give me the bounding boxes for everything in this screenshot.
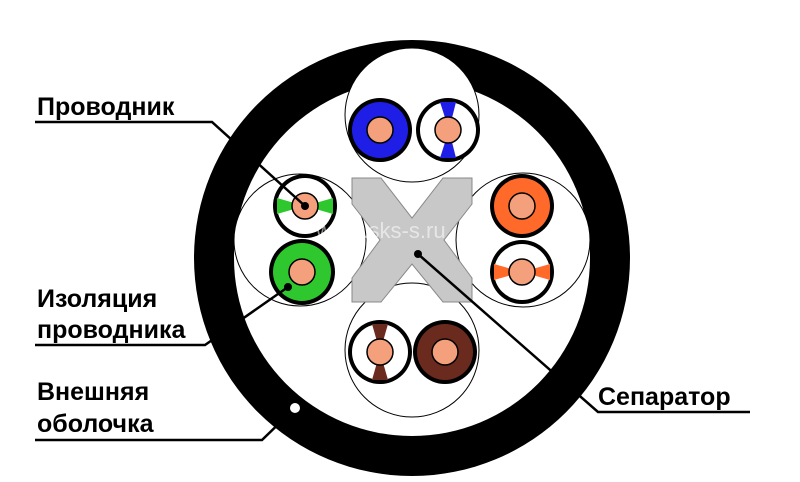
leader-insulation [35,285,289,347]
label-insulation-line2: проводника [37,316,186,344]
wire-blue-white [416,98,480,162]
label-conductor: Проводник [37,93,175,121]
leader-conductor [35,120,306,207]
wire-brown [413,320,477,384]
separator-marker-dot [414,250,422,258]
insulation-marker-dot [284,283,292,291]
leader-jacket [35,407,296,442]
wire-green [269,239,335,305]
watermark: www.sks-s.ru [315,218,446,243]
pair-bundle-right [455,172,591,308]
label-insulation-line1: Изоляция [37,285,157,313]
leader-separator [417,253,750,414]
conductor-marker-dot [301,202,309,210]
jacket-marker-dot [290,403,300,413]
leader-lines [35,120,750,442]
wire-orange-white [490,240,554,304]
label-jacket-line2: оболочка [37,410,155,438]
wire-orange [490,174,554,238]
label-separator: Сепаратор [598,383,731,411]
label-jacket-line1: Внешняя [37,378,149,406]
wire-brown-white [348,320,412,384]
wire-blue [348,98,412,162]
